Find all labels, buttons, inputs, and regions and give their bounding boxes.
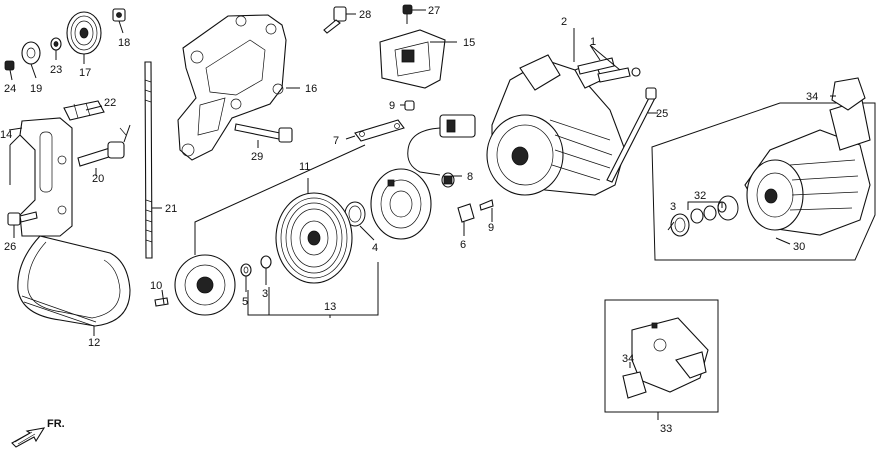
snap-ring-5 xyxy=(240,263,252,277)
armature-plate xyxy=(174,254,236,316)
label-9a: 9 xyxy=(389,100,395,112)
bolt-27 xyxy=(402,4,413,24)
front-direction-label: FR. xyxy=(47,418,65,430)
label-11: 11 xyxy=(299,161,310,173)
bolt-28 xyxy=(323,6,347,34)
bolt-29 xyxy=(234,123,293,143)
adjuster-bracket-14 xyxy=(9,117,73,237)
label-23: 23 xyxy=(50,64,62,76)
compressor-2 xyxy=(486,54,626,196)
label-6: 6 xyxy=(460,239,466,251)
washer-23 xyxy=(50,37,62,51)
fitting-1 xyxy=(577,57,641,83)
label-25: 25 xyxy=(656,108,668,120)
label-5: 5 xyxy=(242,296,248,308)
plate-7 xyxy=(354,119,405,142)
label-18: 18 xyxy=(118,37,130,49)
cover-19 xyxy=(21,41,41,65)
nut-18 xyxy=(112,8,126,22)
compressor-bracket-16 xyxy=(177,14,287,161)
part-labels: 1 2 3 3 4 5 6 7 8 9 9 10 11 12 13 14 15 … xyxy=(0,5,818,435)
drive-belt-12 xyxy=(17,235,131,327)
label-21: 21 xyxy=(165,203,177,215)
label-22: 22 xyxy=(104,97,116,109)
label-2: 2 xyxy=(561,16,567,28)
bolt-10 xyxy=(154,297,169,307)
label-8: 8 xyxy=(467,171,473,183)
label-32: 32 xyxy=(694,190,706,202)
clip-22 xyxy=(63,100,105,121)
label-10: 10 xyxy=(150,280,162,292)
bracket-box-33 xyxy=(604,299,719,413)
label-15: 15 xyxy=(463,37,475,49)
nut-24 xyxy=(4,60,15,71)
label-34a: 34 xyxy=(806,91,818,103)
front-direction-marker xyxy=(11,427,46,448)
field-coil xyxy=(370,168,432,240)
label-19: 19 xyxy=(30,83,42,95)
label-3a: 3 xyxy=(262,288,268,300)
bolt-20 xyxy=(77,124,131,167)
label-1: 1 xyxy=(590,36,596,48)
label-29: 29 xyxy=(251,151,263,163)
label-13: 13 xyxy=(324,301,336,313)
pulley-11 xyxy=(275,192,353,284)
leader-lines xyxy=(8,9,836,420)
label-14: 14 xyxy=(0,129,12,141)
bracket-15 xyxy=(379,29,446,89)
bolt-25 xyxy=(606,87,657,183)
stud-21 xyxy=(144,61,153,259)
connector-wire xyxy=(407,114,476,176)
label-34b: 34 xyxy=(622,353,634,365)
label-30: 30 xyxy=(793,241,805,253)
label-17: 17 xyxy=(79,67,91,79)
label-9b: 9 xyxy=(488,222,494,234)
group-bracket-13 xyxy=(194,144,379,318)
fitting-8 xyxy=(441,172,455,188)
label-24: 24 xyxy=(4,83,16,95)
bolt-9-lower xyxy=(479,199,494,211)
clip-6 xyxy=(457,203,475,223)
bolt-9-upper xyxy=(404,100,415,111)
label-20: 20 xyxy=(92,173,104,185)
label-33: 33 xyxy=(660,423,672,435)
label-28: 28 xyxy=(359,9,371,21)
label-3b: 3 xyxy=(670,201,676,213)
compressor-box-30 xyxy=(651,77,876,261)
label-26: 26 xyxy=(4,241,16,253)
label-27: 27 xyxy=(428,5,440,17)
shim-3 xyxy=(260,255,272,269)
label-16: 16 xyxy=(305,83,317,95)
label-12: 12 xyxy=(88,337,100,349)
label-4: 4 xyxy=(372,242,378,254)
label-7: 7 xyxy=(333,135,339,147)
idler-pulley-17 xyxy=(66,11,102,55)
